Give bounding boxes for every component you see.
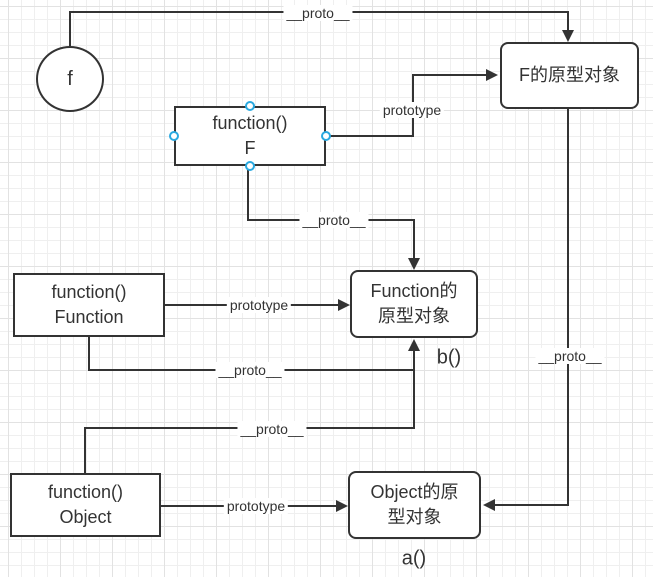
node-label: function() bbox=[51, 282, 127, 302]
edge-functionF-prototype-segment[interactable] bbox=[412, 74, 486, 76]
edge-fprototype-proto-segment[interactable] bbox=[567, 109, 569, 506]
edge-label-proto[interactable]: __proto__ bbox=[299, 212, 369, 228]
edge-f-proto-segment[interactable] bbox=[69, 12, 71, 46]
node-label: 型对象 bbox=[387, 507, 442, 527]
edge-functionF-prototype-segment[interactable] bbox=[326, 135, 414, 137]
edge-functionObject-proto-segment[interactable] bbox=[84, 427, 86, 473]
node-label: function() bbox=[47, 482, 124, 502]
arrowhead-right-icon bbox=[486, 69, 498, 81]
node-label: Function的 bbox=[370, 281, 458, 301]
connection-handle-right[interactable] bbox=[321, 131, 331, 141]
node-function-function[interactable]: function() Function bbox=[13, 273, 165, 337]
node-f-prototype[interactable]: F的原型对象 bbox=[500, 42, 639, 109]
node-label: f bbox=[67, 67, 73, 90]
connection-handle-left[interactable] bbox=[169, 131, 179, 141]
node-label: function() bbox=[212, 113, 288, 133]
connection-handle-top[interactable] bbox=[245, 101, 255, 111]
edge-label-proto[interactable]: __proto__ bbox=[215, 362, 285, 378]
node-label: Object的原 bbox=[370, 482, 459, 502]
edge-label-proto[interactable]: __proto__ bbox=[237, 421, 307, 437]
edge-functionObject-proto-segment[interactable] bbox=[413, 350, 415, 429]
node-object-prototype[interactable]: Object的原 型对象 bbox=[348, 471, 481, 539]
edge-label-prototype[interactable]: prototype bbox=[379, 102, 445, 118]
edge-functionF-proto-segment[interactable] bbox=[413, 219, 415, 258]
node-label: Object bbox=[59, 507, 112, 527]
node-function-object[interactable]: function() Object bbox=[10, 473, 161, 537]
arrowhead-down-icon bbox=[562, 30, 574, 42]
node-label: F bbox=[244, 138, 256, 158]
arrowhead-right-icon bbox=[336, 500, 348, 512]
connection-handle-bottom[interactable] bbox=[245, 161, 255, 171]
edge-functionFunction-proto-segment[interactable] bbox=[88, 336, 90, 370]
node-label: Function bbox=[54, 307, 124, 327]
arrowhead-right-icon bbox=[338, 299, 350, 311]
arrowhead-up-icon bbox=[408, 339, 420, 351]
node-label: F的原型对象 bbox=[519, 65, 620, 85]
node-f-instance[interactable]: f bbox=[36, 46, 104, 112]
annotation-a[interactable]: a() bbox=[401, 547, 427, 570]
edge-label-prototype[interactable]: prototype bbox=[223, 498, 289, 514]
edge-label-prototype[interactable]: prototype bbox=[226, 297, 292, 313]
edge-functionF-proto-segment[interactable] bbox=[247, 166, 249, 220]
annotation-b[interactable]: b() bbox=[436, 346, 462, 369]
edge-f-proto-segment[interactable] bbox=[567, 11, 569, 31]
arrowhead-left-icon bbox=[483, 499, 495, 511]
edge-label-proto[interactable]: __proto__ bbox=[535, 348, 605, 364]
arrowhead-down-icon bbox=[408, 258, 420, 270]
node-function-f[interactable]: function() F bbox=[174, 106, 326, 166]
node-label: 原型对象 bbox=[378, 306, 450, 326]
edge-fprototype-proto-segment[interactable] bbox=[495, 504, 568, 506]
edge-label-proto[interactable]: __proto__ bbox=[283, 5, 353, 21]
node-function-prototype[interactable]: Function的 原型对象 bbox=[350, 270, 478, 338]
